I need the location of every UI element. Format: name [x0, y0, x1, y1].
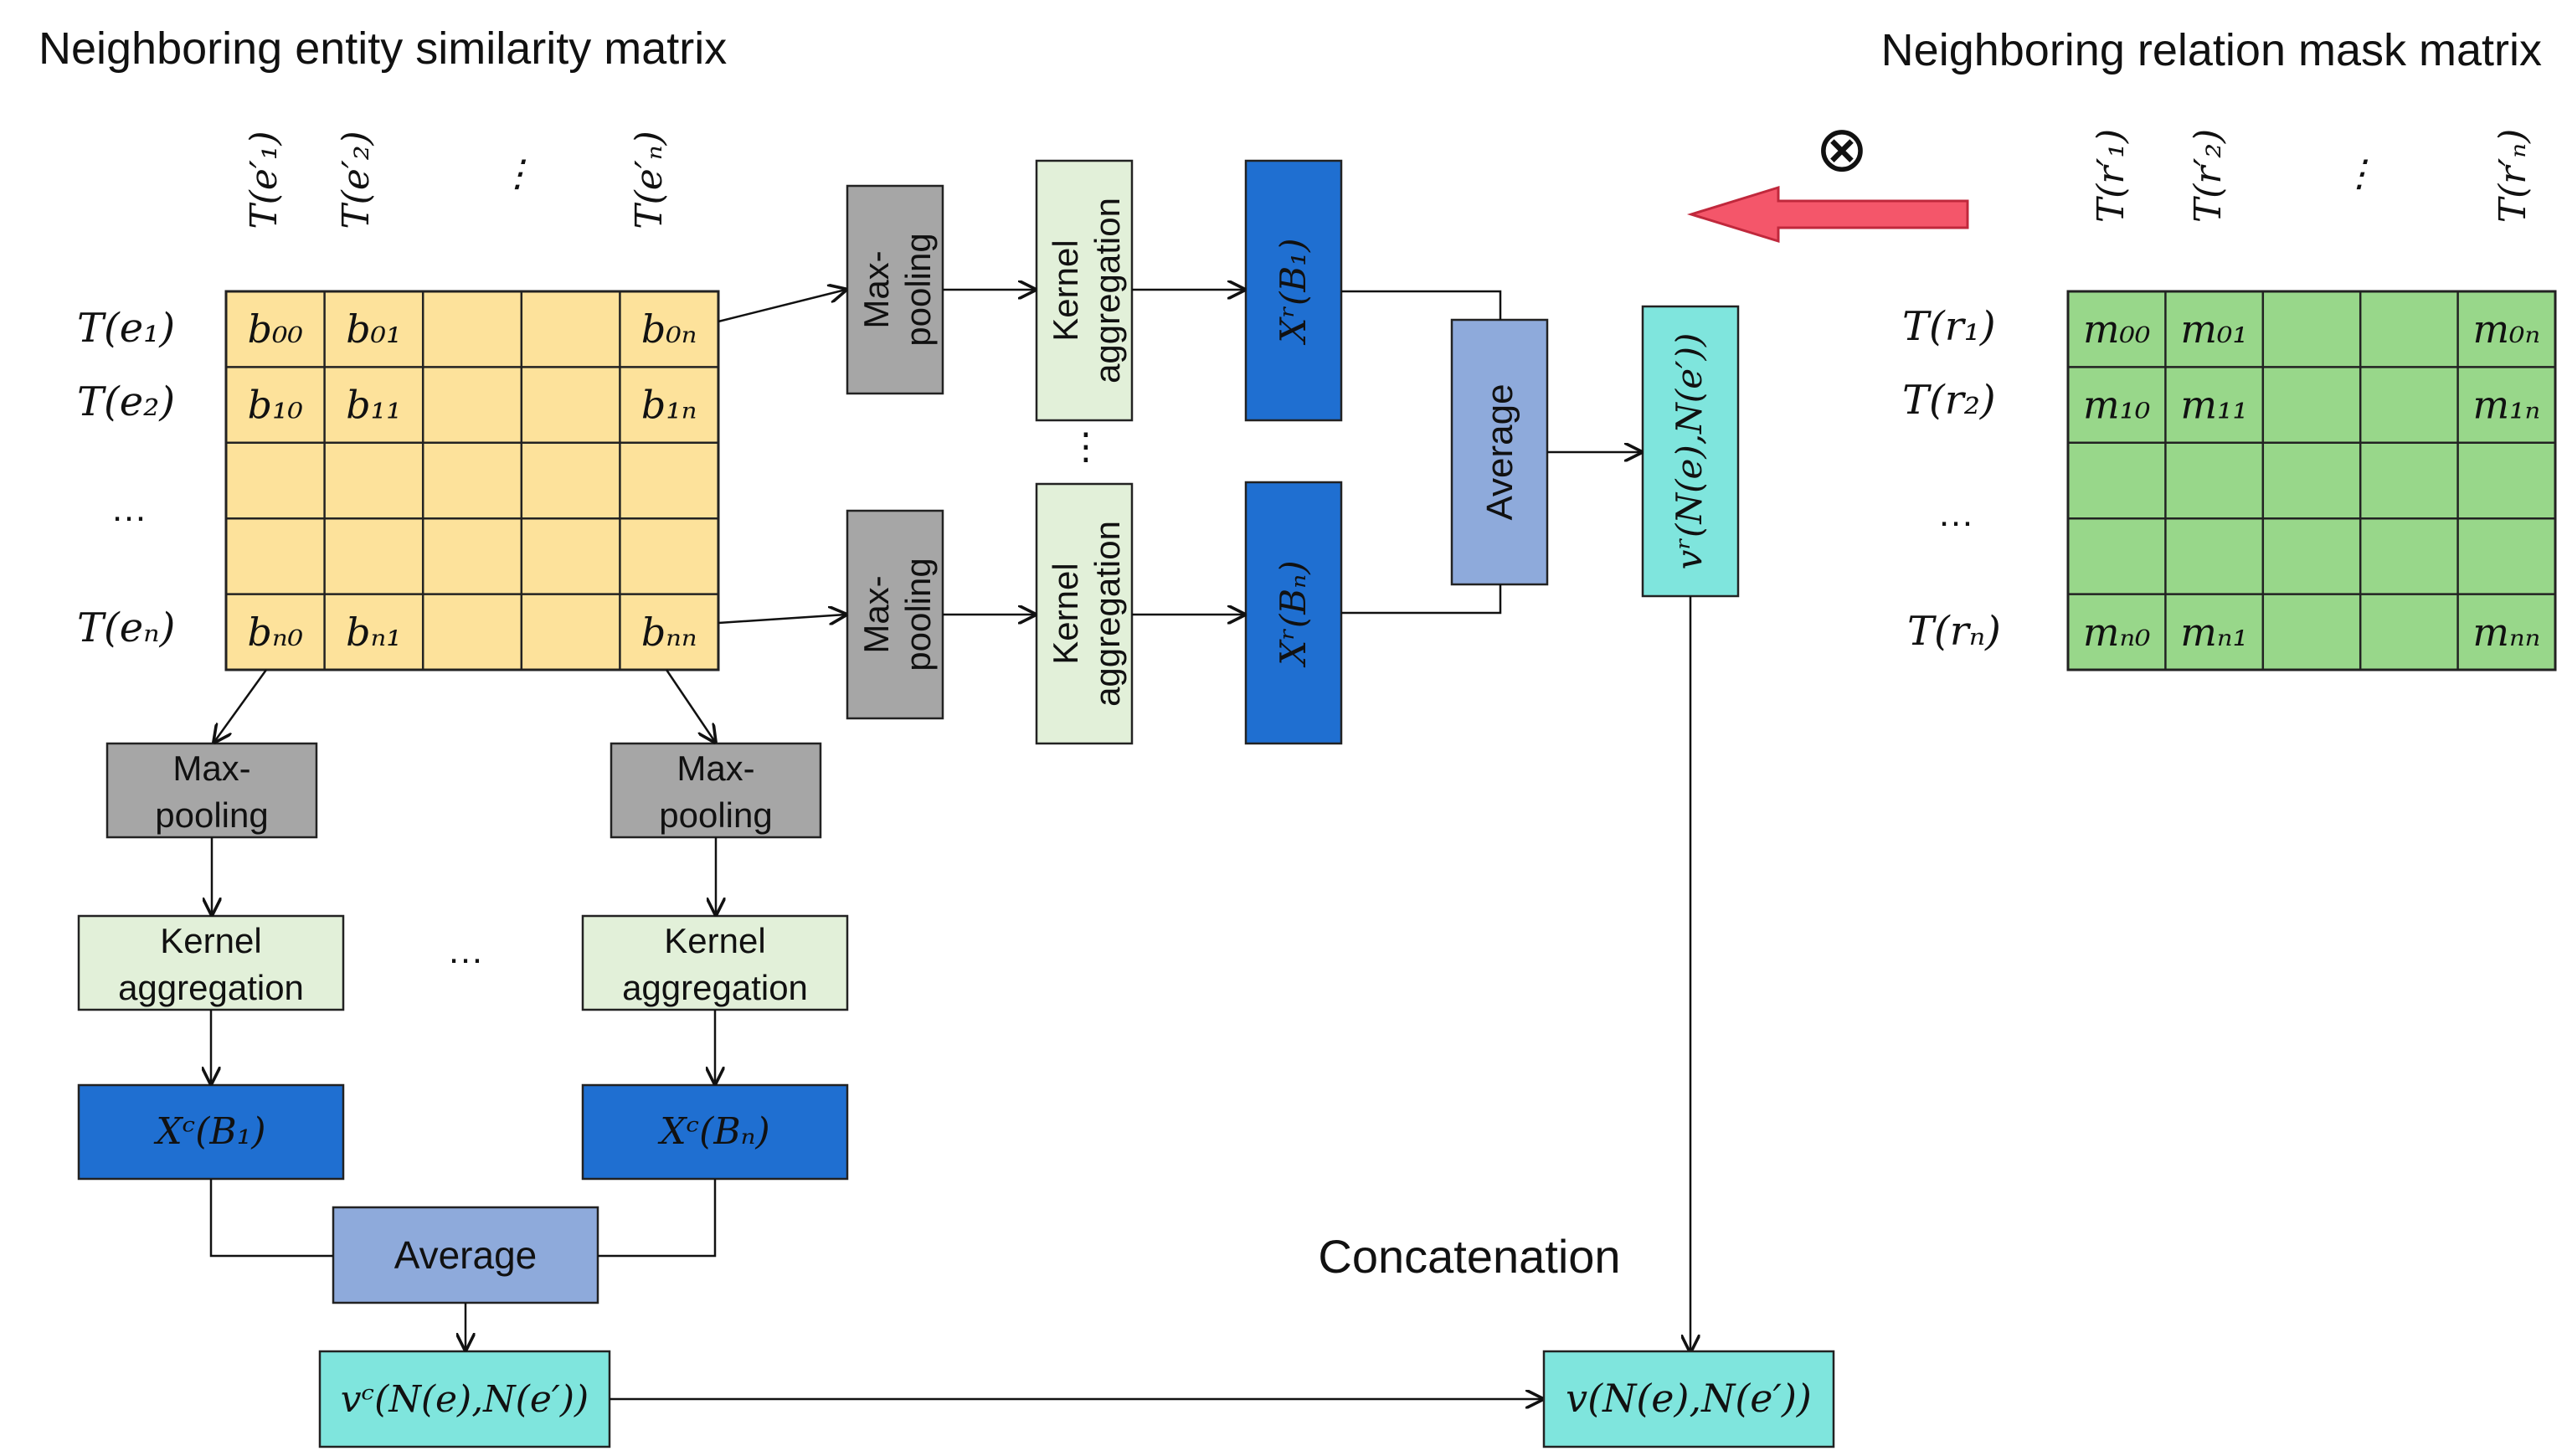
entity-matrix-title: Neighboring entity similarity matrix	[39, 23, 727, 74]
xc-bn-label: Xᶜ(Bₙ)	[657, 1110, 769, 1153]
column-result-label: vᶜ(N(e),N(e′))	[341, 1378, 589, 1421]
kernel-aggregation-box-right	[581, 914, 849, 1011]
maxpool-top-label: Max-pooling	[857, 233, 938, 346]
relation-result-box	[1641, 305, 1740, 598]
relation-col-header-dots: ⋮	[2341, 152, 2378, 195]
maxpool-bottom-label: Max-pooling	[857, 558, 938, 671]
maxpool-box-top	[846, 184, 944, 395]
relation-cell: m₀ₙ	[2472, 306, 2540, 352]
final-result-label: v(N(e),N(e′))	[1566, 1376, 1812, 1421]
entity-cell: b₁₁	[346, 383, 401, 428]
relation-col-header-2: T(r′₂)	[2187, 129, 2230, 223]
kernel-aggregation-box-top	[1035, 159, 1134, 422]
entity-col-header-1: T(e′₁)	[243, 131, 286, 229]
relation-cell: m₁ₙ	[2472, 383, 2540, 428]
relation-matrix: m₀₀ m₀₁ m₀ₙ m₁₀ m₁₁ m₁ₙ mₙ₀ mₙ₁ mₙₙ T(r′₁) T(r′₂…	[1902, 129, 2557, 671]
relation-row-header-2: T(r₂)	[1902, 377, 1996, 424]
relation-matrix-cells: m₀₀ m₀₁ m₀ₙ m₁₀ m₁₁ m₁ₙ mₙ₀ mₙ₁ mₙₙ	[2083, 306, 2540, 655]
kernel-bottom-label: Kernelaggregation	[1046, 521, 1127, 707]
entity-row-header-n: T(eₙ)	[77, 605, 175, 651]
entity-cell: bₙ₀	[248, 610, 304, 655]
entity-cell: bₙ₁	[346, 610, 402, 655]
entity-col-header-2: T(e′₂)	[335, 131, 378, 229]
kernel-top-label: Kernelaggregation	[1046, 198, 1127, 383]
final-result-box	[1542, 1350, 1835, 1448]
entity-matrix-cells: b₀₀ b₀₁ b₀ₙ b₁₀ b₁₁ b₁ₙ bₙ₀ bₙ₁ bₙₙ	[248, 306, 697, 655]
relation-cell: m₀₀	[2083, 306, 2151, 352]
relation-branch-dots: ⋮	[1067, 426, 1104, 467]
entity-row-header-dots: …	[111, 488, 147, 529]
relation-matrix-grid	[2066, 290, 2557, 671]
xc-b1-box	[77, 1083, 345, 1181]
entity-cell: b₀₁	[346, 306, 401, 352]
relation-result-label: vʳ(N(e),N(e′))	[1669, 333, 1710, 570]
entity-col-header-n: T(e′ₙ)	[628, 131, 671, 229]
entity-col-header-dots: ⋮	[499, 152, 536, 195]
relation-row-header-1: T(r₁)	[1902, 303, 1996, 350]
entity-matrix-background	[224, 290, 720, 671]
relation-cell: m₁₀	[2083, 383, 2151, 428]
mask-arrow	[1686, 185, 1969, 244]
entity-cell: b₁ₙ	[641, 383, 697, 428]
entity-row-header-2: T(e₂)	[77, 378, 175, 425]
relation-cell: m₁₁	[2180, 383, 2248, 428]
entity-cell: b₀₀	[248, 306, 303, 352]
entity-cell: b₀ₙ	[641, 306, 697, 352]
kernel-aggregation-box-bottom	[1035, 482, 1134, 745]
relation-average-label: Average	[1479, 383, 1520, 520]
column-result-box	[318, 1350, 611, 1448]
concatenation-label: Concatenation	[1318, 1230, 1620, 1283]
maxpool-left-label: Max-pooling	[155, 749, 268, 835]
elementwise-product-operator: ⊗	[1815, 114, 1869, 185]
entity-matrix: b₀₀ b₀₁ b₀ₙ b₁₀ b₁₁ b₁ₙ bₙ₀ bₙ₁ bₙₙ T(e′₁) T(e′₂…	[77, 131, 720, 671]
xr-bn-box	[1244, 481, 1343, 745]
entity-cell: b₁₀	[248, 383, 303, 428]
xr-b1-label: Xʳ(B₁)	[1273, 239, 1314, 346]
maxpool-box-bottom	[846, 509, 944, 720]
column-average-label: Average	[394, 1233, 538, 1277]
relation-cell: mₙ₁	[2180, 610, 2248, 655]
relation-branch: Max-pooling Kernelaggregation Xʳ(B₁) ⋮ M…	[718, 159, 1740, 1351]
column-branch-dots: …	[447, 930, 484, 971]
relation-row-header-n: T(rₙ)	[1907, 608, 2001, 655]
xr-bn-label: Xʳ(Bₙ)	[1273, 560, 1314, 667]
xc-b1-label: Xᶜ(B₁)	[153, 1110, 265, 1153]
relation-cell: m₀₁	[2180, 306, 2248, 352]
entity-matrix-grid	[224, 290, 720, 671]
relation-col-header-n: T(r′ₙ)	[2492, 129, 2534, 224]
entity-cell: bₙₙ	[641, 610, 697, 655]
relation-col-header-1: T(r′₁)	[2090, 129, 2132, 223]
relation-cell: mₙ₀	[2083, 610, 2151, 655]
maxpool-right-label: Max-pooling	[659, 749, 772, 835]
entity-row-header-1: T(e₁)	[77, 305, 175, 352]
relation-matrix-title: Neighboring relation mask matrix	[1881, 25, 2542, 75]
relation-row-header-dots: …	[1937, 493, 1974, 534]
relation-cell: mₙₙ	[2472, 610, 2540, 655]
relation-matrix-background	[2066, 290, 2557, 671]
xc-bn-box	[581, 1083, 849, 1181]
